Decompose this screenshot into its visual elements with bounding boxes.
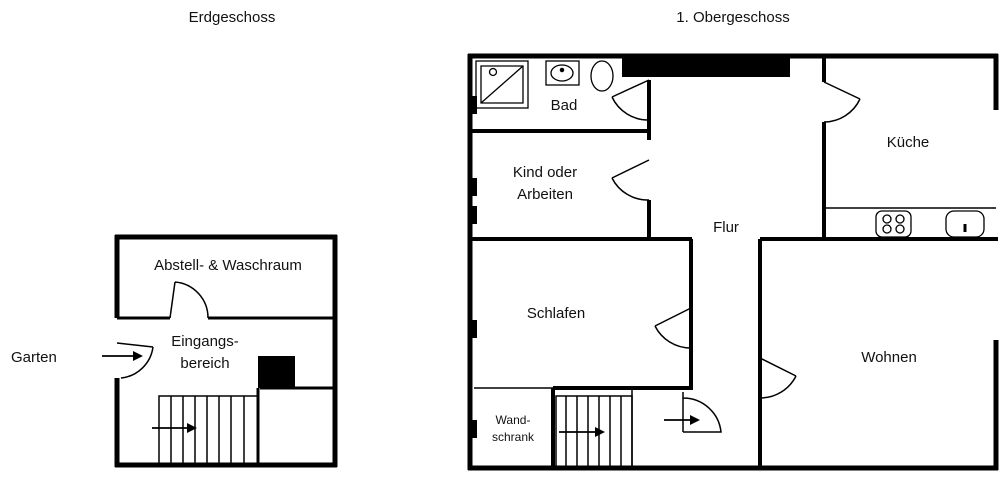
room-label-bath: Bad bbox=[551, 97, 578, 114]
kid-room-door bbox=[611, 159, 650, 201]
stair-door bbox=[682, 392, 722, 433]
room-label-closet-line1: Wand- bbox=[496, 413, 531, 427]
room-label-entrance-line2: bereich bbox=[180, 355, 229, 372]
ground-stairs-arrow bbox=[152, 423, 197, 433]
upper-stairs-arrow bbox=[559, 427, 605, 437]
room-label-kitchen: Küche bbox=[887, 134, 930, 151]
upper-floor-plan: 1. Obergeschoss bbox=[467, 9, 999, 471]
kitchen-door bbox=[823, 81, 861, 123]
entrance-door bbox=[116, 342, 154, 379]
upper-walls bbox=[467, 53, 999, 471]
shower-tray bbox=[475, 60, 529, 109]
stair-door-arrow bbox=[664, 415, 700, 425]
ground-stairs bbox=[158, 395, 259, 466]
room-label-kid-line1: Kind oder bbox=[513, 164, 577, 181]
washbasin bbox=[545, 60, 580, 86]
room-label-entrance-line1: Eingangs- bbox=[171, 333, 239, 350]
room-label-kid-line2: Arbeiten bbox=[517, 186, 573, 203]
stove bbox=[875, 210, 912, 238]
upper-inner-walls bbox=[470, 56, 998, 468]
kitchen-sink bbox=[945, 210, 985, 238]
upper-floor-title: 1. Obergeschoss bbox=[676, 9, 789, 26]
bedroom-door bbox=[654, 307, 692, 349]
room-label-closet-line2: schrank bbox=[492, 430, 535, 444]
ground-chimney bbox=[258, 356, 295, 388]
toilet bbox=[590, 60, 614, 92]
upper-chimney bbox=[622, 56, 790, 77]
entrance-arrow bbox=[102, 351, 143, 361]
ground-floor-plan: Erdgeschoss bbox=[11, 9, 338, 468]
room-label-hall: Flur bbox=[713, 219, 739, 236]
room-label-bedroom: Schlafen bbox=[527, 305, 585, 322]
room-label-living: Wohnen bbox=[861, 349, 917, 366]
outside-label-garden: Garten bbox=[11, 349, 57, 366]
storage-door bbox=[169, 281, 209, 319]
bath-door bbox=[611, 79, 650, 121]
room-label-storage: Abstell- & Waschraum bbox=[154, 257, 302, 274]
living-room-door bbox=[759, 357, 797, 399]
upper-window-jambs bbox=[469, 96, 477, 438]
ground-floor-title: Erdgeschoss bbox=[189, 9, 276, 26]
